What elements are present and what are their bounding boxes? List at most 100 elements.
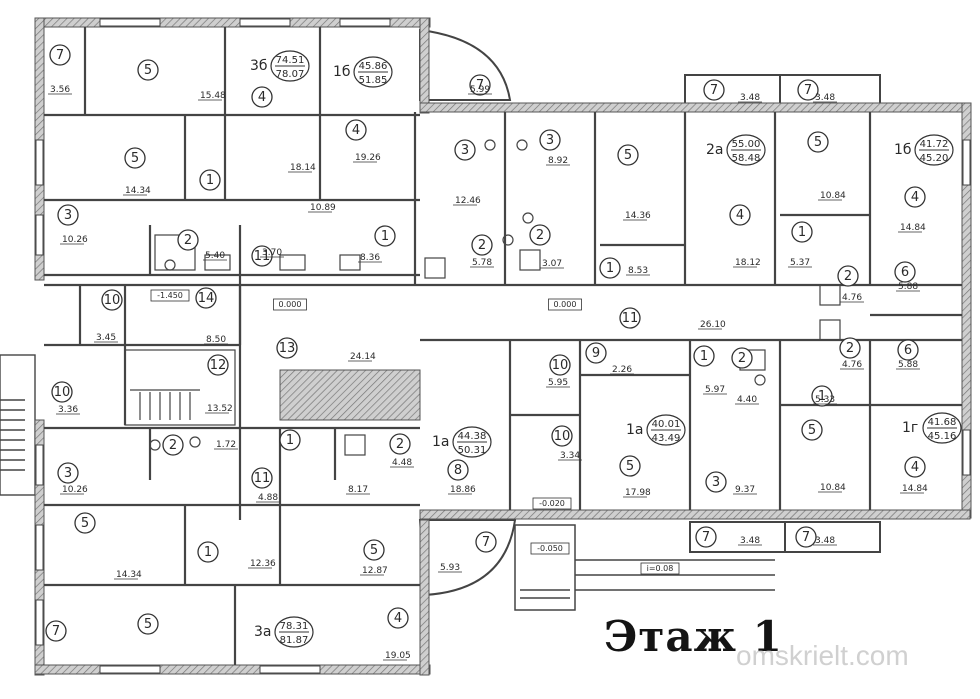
room-number-text: 2 [396, 437, 404, 452]
room-area-label: 15.48 [200, 91, 226, 101]
room-area-label: 5.33 [815, 395, 835, 405]
room-area-label: 5.88 [898, 282, 918, 292]
level-mark: -0.020 [532, 497, 572, 510]
room-area-label: 8.17 [348, 485, 368, 495]
room-area-label: 4.88 [258, 493, 278, 503]
room-number-text: 2 [184, 233, 192, 248]
room-number-circle [551, 425, 573, 447]
room-number-text: 3 [546, 133, 554, 148]
room-number-circle [693, 345, 715, 367]
room-number-circle [251, 245, 273, 267]
entry-ramp [514, 524, 775, 611]
room-number-circle [374, 225, 396, 247]
room-number-text: 10 [552, 358, 569, 373]
watermark: omskrielt.com [736, 640, 909, 671]
plumbing-fixtures [149, 139, 841, 456]
room-number-mark: 3 [705, 471, 727, 493]
room-number-circle [471, 234, 493, 256]
room-area-label: 3.56 [50, 85, 70, 95]
room-area-label: 5.40 [205, 251, 225, 261]
room-number-circle [345, 119, 367, 141]
room-area-label: 4.40 [737, 395, 757, 405]
room-number-circle [162, 434, 184, 456]
room-number-text: 1 [798, 225, 806, 240]
room-number-text: 5 [144, 617, 152, 632]
apartment-living-area: 40.01 [652, 419, 681, 430]
room-number-mark: 8 [447, 459, 469, 481]
room-number-circle [619, 307, 641, 329]
room-area-label: 3.07 [542, 259, 562, 269]
room-number-mark: 1 [279, 429, 301, 451]
room-area-label: 3.45 [96, 333, 116, 343]
room-number-text: 10 [554, 429, 571, 444]
room-number-text: 11 [622, 311, 639, 326]
room-number-text: 14 [198, 291, 215, 306]
room-number-mark: 5 [74, 512, 96, 534]
room-number-circle [617, 144, 639, 166]
room-number-mark: 3 [539, 129, 561, 151]
room-area-label: 14.34 [116, 570, 142, 580]
room-number-mark: 7 [797, 79, 819, 101]
room-number-mark: 4 [387, 607, 409, 629]
apartment-living-area: 74.51 [276, 55, 305, 66]
room-number-text: 10 [104, 293, 121, 308]
room-number-circle [389, 433, 411, 455]
level-text: -0.020 [539, 499, 565, 508]
room-number-mark: 5 [807, 131, 829, 153]
interior-walls [44, 27, 962, 665]
room-area-label: 12.87 [362, 566, 388, 576]
room-number-circle [447, 459, 469, 481]
room-number-text: 7 [482, 535, 490, 550]
room-number-mark: 1 [599, 257, 621, 279]
level-text: -1.450 [157, 291, 183, 300]
room-number-circle [454, 139, 476, 161]
room-number-mark: 1 [197, 541, 219, 563]
room-area-label: 14.34 [125, 186, 151, 196]
apartment-total-area: 50.31 [458, 445, 487, 456]
room-number-text: 5 [808, 423, 816, 438]
room-number-text: 2 [169, 438, 177, 453]
room-number-mark: 1 [199, 169, 221, 191]
room-number-mark: 10 [51, 381, 73, 403]
room-number-mark: 7 [475, 531, 497, 553]
room-number-text: 2 [846, 341, 854, 356]
room-number-circle [363, 539, 385, 561]
room-area-label: 10.89 [310, 203, 336, 213]
room-area-label: 24.14 [350, 352, 376, 362]
room-number-mark: 7 [469, 74, 491, 96]
apartment-total-area: 45.20 [920, 153, 949, 164]
room-area-label: 3.48 [815, 93, 835, 103]
floor-title: Этаж 1 [604, 612, 783, 661]
room-number-text: 3 [64, 208, 72, 223]
room-area-label: 3.34 [560, 451, 580, 461]
room-number-text: 5 [814, 135, 822, 150]
room-number-text: 2 [536, 228, 544, 243]
apartment-living-area: 41.68 [928, 417, 957, 428]
level-box [530, 542, 570, 555]
room-number-mark: 7 [49, 44, 71, 66]
room-number-text: 5 [370, 543, 378, 558]
level-mark: -0.050 [530, 542, 570, 555]
room-number-circle [619, 455, 641, 477]
room-number-mark: 5 [363, 539, 385, 561]
room-number-circle [49, 44, 71, 66]
room-number-mark: 2 [471, 234, 493, 256]
room-number-circle [251, 467, 273, 489]
level-box [532, 497, 572, 510]
room-number-mark: 2 [529, 224, 551, 246]
room-number-text: 3 [712, 475, 720, 490]
room-number-circle [585, 342, 607, 364]
room-number-text: 11 [254, 249, 271, 264]
apartment-total-area: 45.16 [928, 431, 957, 442]
interior-stair [124, 349, 236, 426]
room-number-circle [101, 289, 123, 311]
room-area-label: 3.48 [815, 536, 835, 546]
room-number-mark: 13 [276, 337, 298, 359]
room-number-mark: 7 [703, 79, 725, 101]
room-number-mark: 7 [695, 526, 717, 548]
room-number-mark: 2 [162, 434, 184, 456]
